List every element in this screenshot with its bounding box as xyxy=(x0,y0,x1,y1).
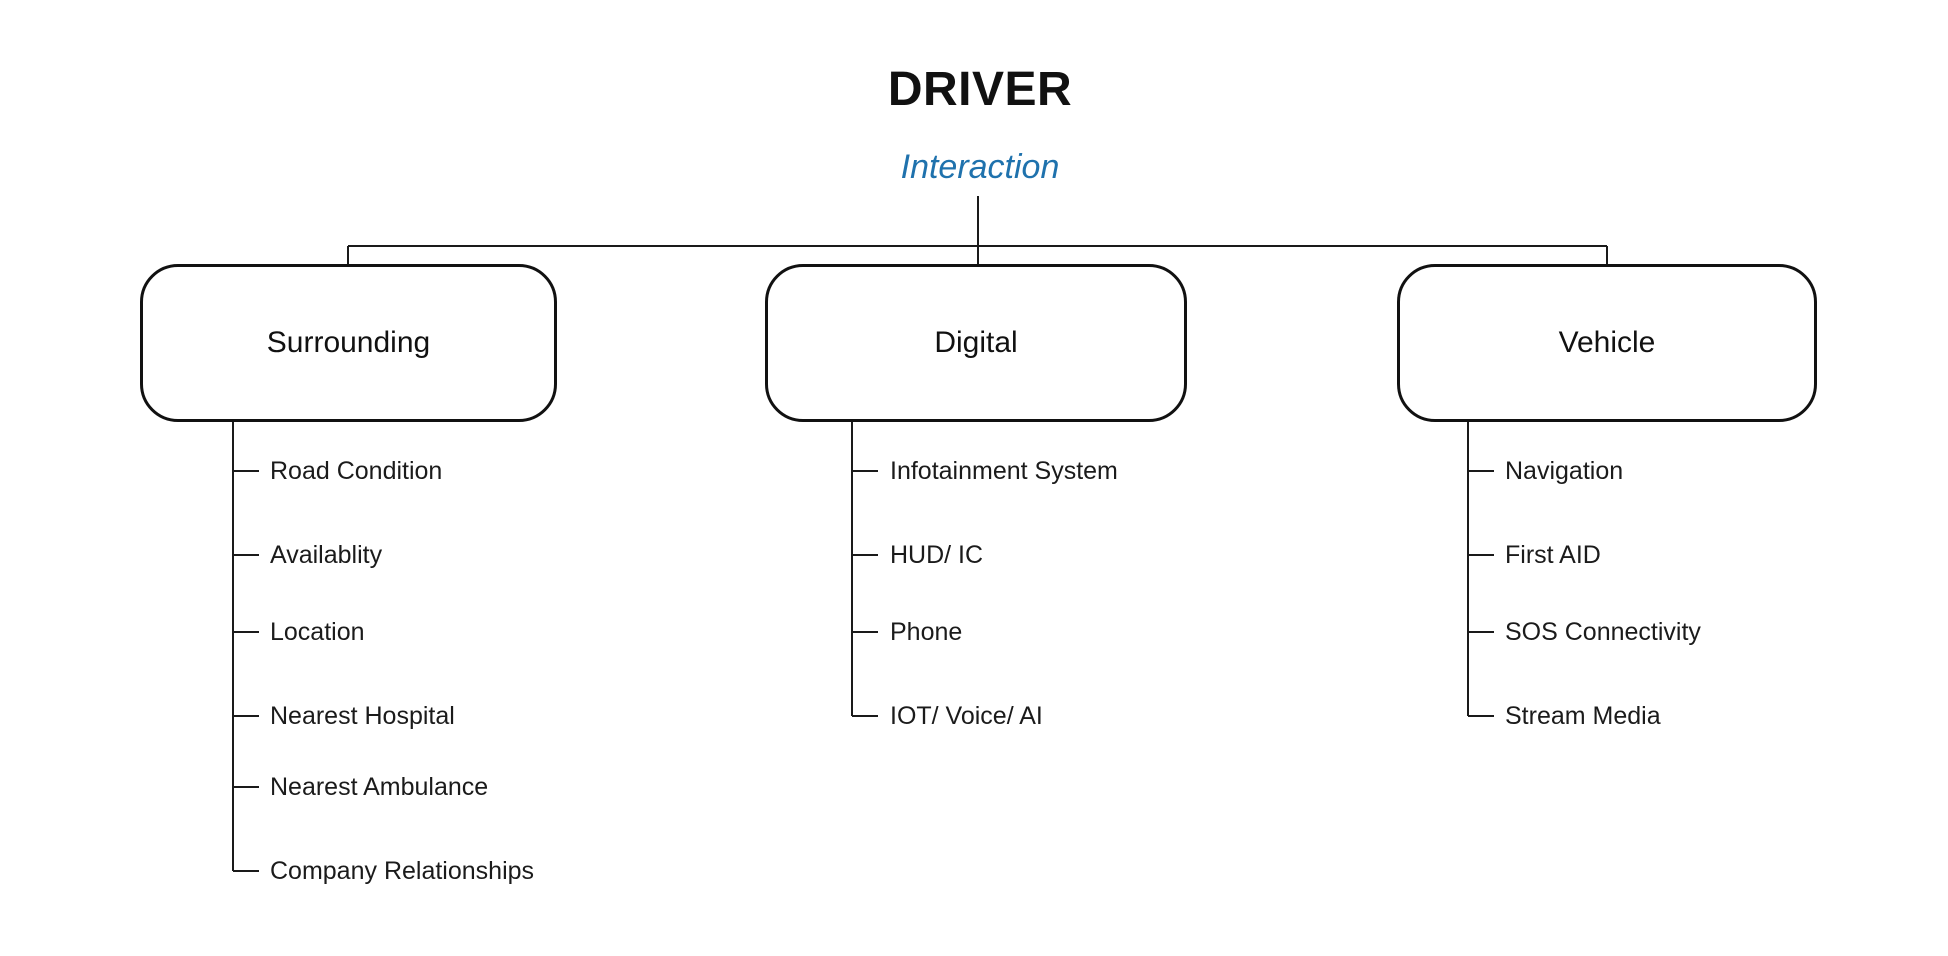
leaf-sos-connectivity: SOS Connectivity xyxy=(1505,618,1701,646)
interaction-label: Interaction xyxy=(900,148,1060,186)
leaf-hud-ic: HUD/ IC xyxy=(890,541,984,569)
leaf-company-relationships: Company Relationships xyxy=(270,857,535,885)
leaf-infotainment-system: Infotainment System xyxy=(890,457,1118,485)
leaf-stream-media: Stream Media xyxy=(1505,702,1661,730)
leaf-road-condition: Road Condition xyxy=(270,457,443,485)
leaf-iot-voice-ai: IOT/ Voice/ AI xyxy=(890,702,1043,730)
node-digital-label: Digital xyxy=(934,326,1018,359)
node-surrounding: Surrounding xyxy=(140,264,557,422)
leaf-phone: Phone xyxy=(890,618,963,646)
node-surrounding-label: Surrounding xyxy=(266,326,431,359)
leaf-navigation: Navigation xyxy=(1505,457,1624,485)
node-digital: Digital xyxy=(765,264,1187,422)
node-vehicle-label: Vehicle xyxy=(1558,326,1656,359)
leaf-location: Location xyxy=(270,618,365,646)
leaf-first-aid: First AID xyxy=(1505,541,1601,569)
root-node-title: DRIVER xyxy=(887,63,1073,116)
leaf-nearest-ambulance: Nearest Ambulance xyxy=(270,773,489,801)
leaf-nearest-hospital: Nearest Hospital xyxy=(270,702,455,730)
leaf-availablity: Availablity xyxy=(270,541,383,569)
node-vehicle: Vehicle xyxy=(1397,264,1817,422)
